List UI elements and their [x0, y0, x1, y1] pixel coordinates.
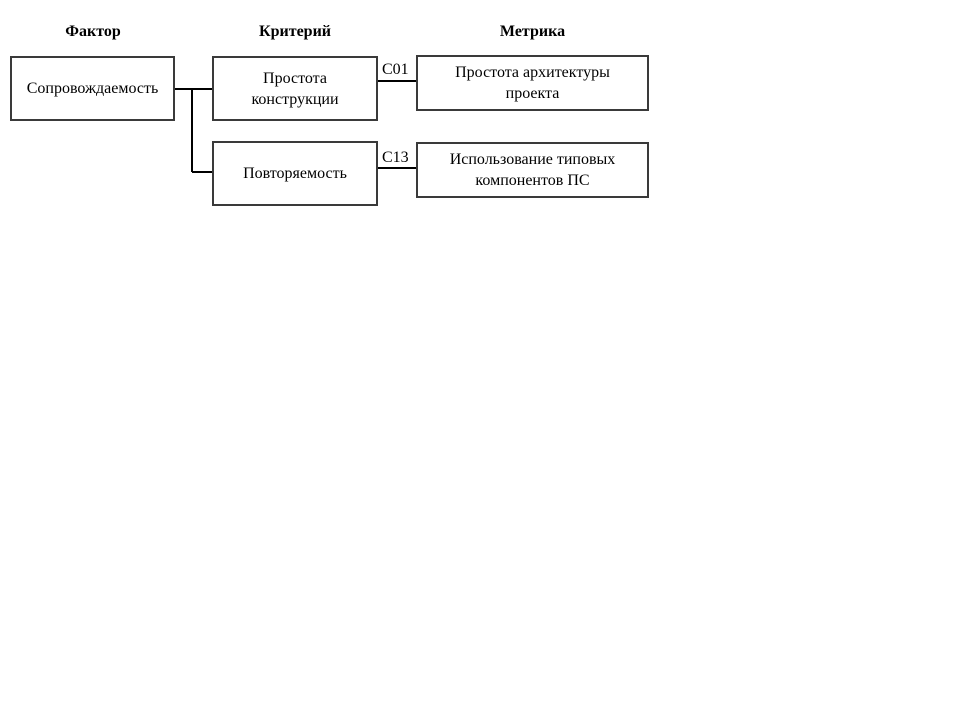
criterion-box-repeatability: Повторяемость [212, 141, 378, 206]
metric-box-architecture: Простота архитектуры проекта [416, 55, 649, 111]
header-factor: Фактор [65, 23, 121, 40]
factor-box: Сопровождаемость [10, 56, 175, 121]
metric-box-components: Использование типовых компонентов ПС [416, 142, 649, 198]
metric-label: Использование типовых компонентов ПС [449, 151, 616, 189]
header-metric: Метрика [499, 23, 566, 40]
criterion-label: Повторяемость [243, 165, 347, 182]
metric-label: Простота архитектуры проекта [455, 64, 610, 102]
header-criterion: Критерий [258, 23, 331, 40]
factor-label: Сопровождаемость [26, 80, 159, 97]
criterion-code: C01 [382, 61, 409, 78]
criterion-code: C13 [382, 149, 409, 166]
criterion-box-simplicity: Простота конструкции [212, 56, 378, 121]
criterion-label: Простота конструкции [251, 69, 339, 108]
